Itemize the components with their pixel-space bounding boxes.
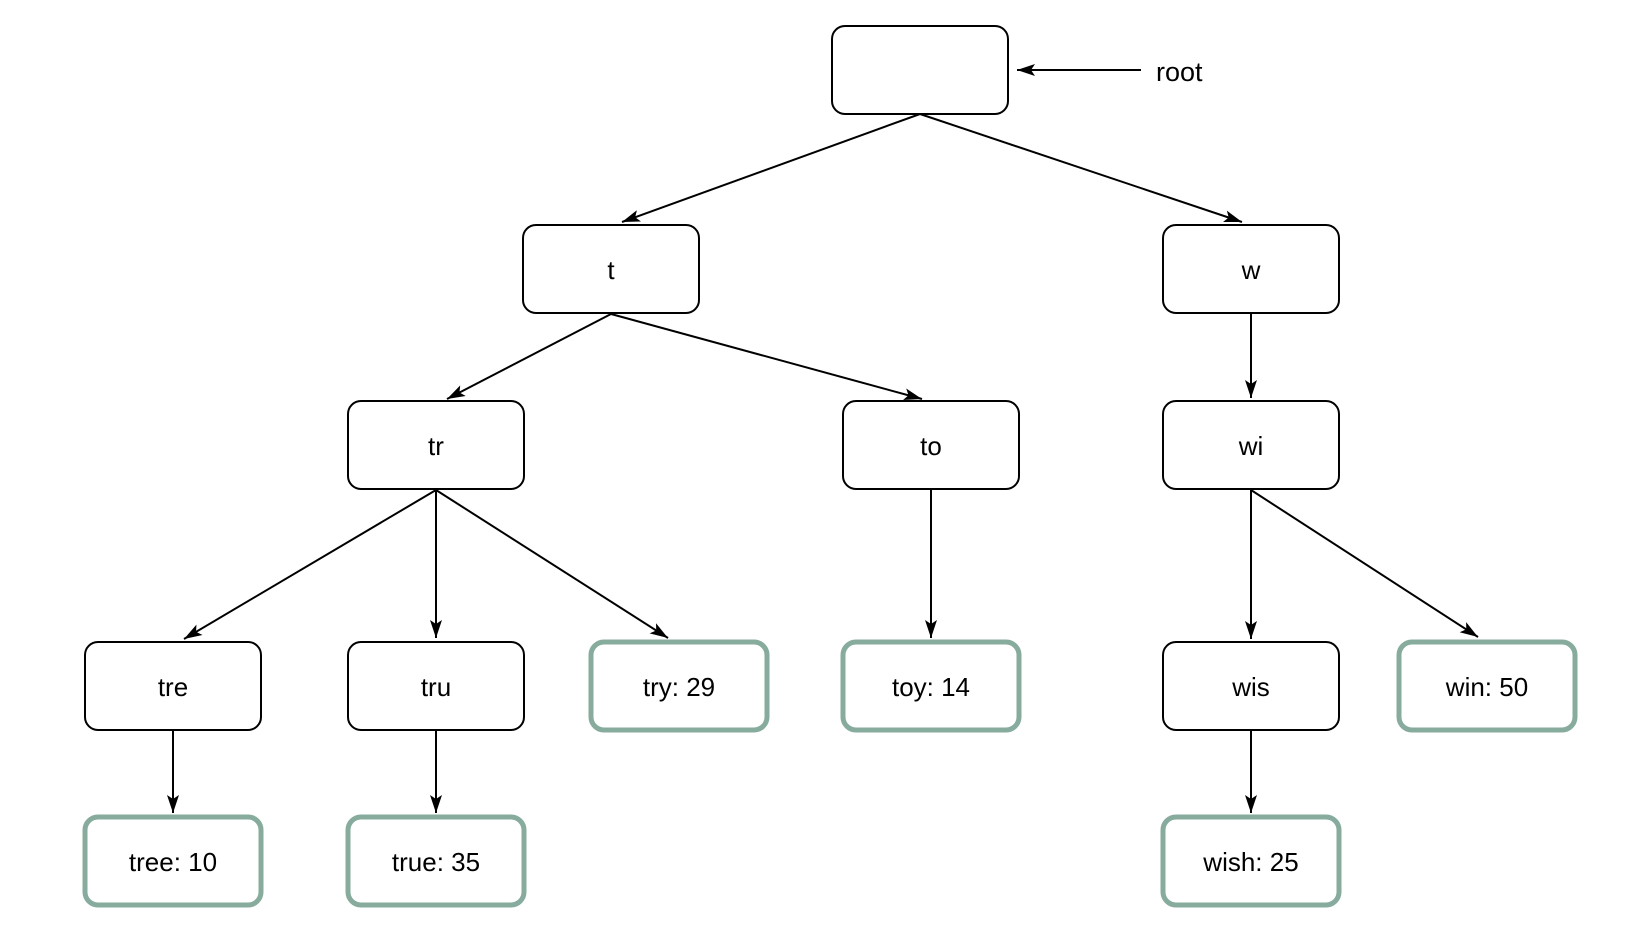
node-tre-label: tre [158, 672, 188, 702]
node-toy: toy: 14 [840, 639, 1022, 733]
edge-root-t [621, 113, 921, 223]
edges [167, 64, 1479, 813]
node-wish-label: wish: 25 [1202, 847, 1298, 877]
edge-root-w [919, 113, 1243, 223]
node-try: try: 29 [588, 639, 770, 733]
edge-tr-try [435, 489, 669, 639]
node-wish: wish: 25 [1160, 814, 1342, 908]
node-tr-label: tr [428, 431, 444, 461]
node-tru: tru [347, 641, 525, 731]
node-true-label: true: 35 [392, 847, 480, 877]
edge-t-tr [446, 313, 612, 400]
node-wis: wis [1162, 641, 1340, 731]
node-wi-label: wi [1238, 431, 1264, 461]
node-wis-label: wis [1231, 672, 1270, 702]
node-tru-label: tru [421, 672, 451, 702]
node-true: true: 35 [345, 814, 527, 908]
node-t: t [522, 224, 700, 314]
node-win: win: 50 [1396, 639, 1578, 733]
root-pointer-label: root [1156, 57, 1203, 87]
node-win-label: win: 50 [1445, 672, 1528, 702]
edge-wi-win [1250, 489, 1479, 638]
node-tre: tre [84, 641, 262, 731]
node-root [831, 25, 1009, 115]
node-toy-label: toy: 14 [892, 672, 970, 702]
node-tree-label: tree: 10 [129, 847, 217, 877]
edge-tr-tre [183, 489, 437, 640]
node-tr: tr [347, 400, 525, 490]
node-to-label: to [920, 431, 942, 461]
node-t-label: t [607, 255, 615, 285]
node-to: to [842, 400, 1020, 490]
node-wi: wi [1162, 400, 1340, 490]
node-w: w [1162, 224, 1340, 314]
node-w-label: w [1241, 255, 1261, 285]
node-tree: tree: 10 [82, 814, 264, 908]
node-try-label: try: 29 [643, 672, 715, 702]
edge-t-to [610, 313, 923, 401]
